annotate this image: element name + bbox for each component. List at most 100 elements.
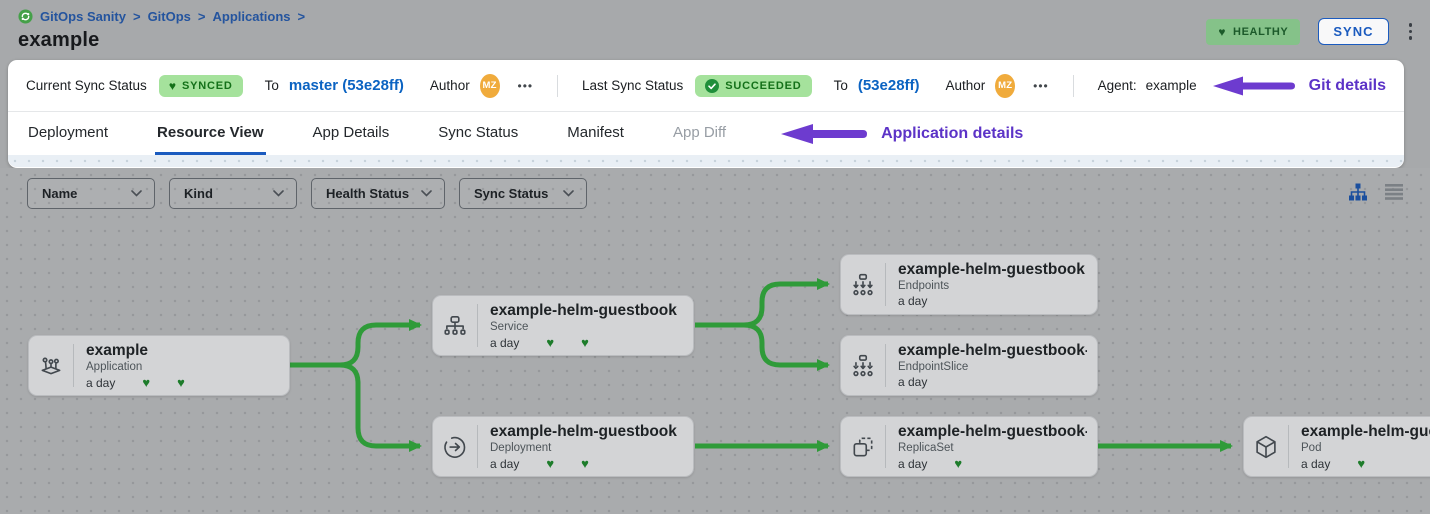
gitops-module-icon (18, 9, 33, 24)
replicaset-icon (853, 437, 873, 456)
health-status-badge: ♥ HEALTHY (1206, 18, 1301, 45)
chevron-down-icon (563, 190, 574, 197)
agent-label: Agent: (1097, 78, 1137, 93)
resource-node-deployment[interactable]: example-helm-guestbook Deployment a day … (432, 416, 694, 477)
tab-bar: Deployment Resource View App Details Syn… (8, 112, 1404, 155)
health-heart-icon: ♥ (177, 375, 185, 390)
tab-deployment[interactable]: Deployment (28, 123, 109, 141)
node-kind: Application (86, 361, 143, 373)
app-details-card: Current Sync Status ♥ SYNCED To master (… (8, 60, 1404, 168)
git-details-arrow-icon (1212, 76, 1295, 95)
endpointslice-icon (853, 354, 873, 376)
health-heart-icon: ♥ (581, 456, 589, 471)
pod-icon (1256, 435, 1276, 458)
kind-filter-dropdown[interactable]: Kind (169, 178, 297, 209)
application-details-arrow-icon (781, 123, 868, 144)
tab-manifest[interactable]: Manifest (567, 123, 624, 141)
breadcrumb-item-applications[interactable]: Applications (212, 9, 291, 24)
application-details-annotation: Application details (881, 124, 1024, 142)
chevron-down-icon (131, 190, 142, 197)
resource-node-endpoints[interactable]: example-helm-guestbook Endpoints a day (840, 254, 1098, 315)
last-to-label: To (833, 78, 848, 93)
chevron-down-icon (421, 190, 432, 197)
list-view-icon[interactable] (1384, 183, 1404, 201)
health-badge-label: HEALTHY (1233, 25, 1289, 38)
author-avatar[interactable]: MZ (995, 73, 1016, 98)
node-age: a day (490, 335, 520, 350)
health-heart-icon: ♥ (546, 456, 555, 471)
node-age: a day (898, 375, 928, 389)
agent-value: example (1145, 78, 1197, 93)
node-title: example-helm-guestbook (490, 302, 677, 319)
health-heart-icon: ♥ (546, 335, 555, 350)
node-title: example-helm-guestbook (898, 261, 1085, 278)
health-heart-icon: ♥ (581, 335, 589, 350)
tab-resource-view[interactable]: Resource View (155, 112, 266, 155)
node-age: a day (86, 375, 116, 390)
node-kind: Endpoints (898, 280, 950, 292)
heart-icon: ♥ (168, 78, 176, 93)
node-title: example (86, 342, 149, 359)
breadcrumb-item-module[interactable]: GitOps (147, 9, 191, 24)
page-header: GitOps Sanity > GitOps > Applications > … (0, 0, 1430, 60)
kebab-menu-icon[interactable] (1407, 21, 1415, 42)
sync-button[interactable]: SYNC (1318, 18, 1389, 45)
name-filter-label: Name (42, 186, 78, 201)
resource-node-endpointslice[interactable]: example-helm-guestbook-ct... EndpointSli… (840, 335, 1098, 396)
synced-status-badge: ♥ SYNCED (158, 74, 243, 97)
node-kind: Pod (1301, 442, 1322, 454)
node-kind: Service (490, 321, 529, 333)
node-age: a day (898, 456, 928, 471)
filter-bar: Name Kind Health Status Sync Status (0, 178, 1430, 210)
health-status-filter-dropdown[interactable]: Health Status (311, 178, 445, 209)
kind-filter-label: Kind (184, 186, 213, 201)
page-title: example (18, 29, 100, 51)
health-status-filter-label: Health Status (326, 186, 410, 201)
name-filter-dropdown[interactable]: Name (27, 178, 155, 209)
node-kind: ReplicaSet (898, 442, 954, 454)
git-details-annotation: Git details (1308, 76, 1386, 94)
sync-status-filter-dropdown[interactable]: Sync Status (459, 178, 587, 209)
current-commit-link[interactable]: master (53e28ff) (288, 77, 404, 94)
node-age: a day (898, 294, 928, 308)
synced-badge-label: SYNCED (181, 79, 233, 92)
author-avatar[interactable]: MZ (479, 73, 500, 98)
divider (557, 74, 558, 97)
resource-node-application[interactable]: example Application a day ♥ ♥ (28, 335, 290, 396)
current-sync-status-label: Current Sync Status (26, 78, 147, 93)
node-age: a day (1301, 456, 1331, 471)
resource-node-service[interactable]: example-helm-guestbook Service a day ♥ ♥ (432, 295, 694, 356)
application-icon (41, 356, 61, 374)
breadcrumb-item-project[interactable]: GitOps Sanity (40, 9, 126, 24)
breadcrumb-separator: > (197, 9, 206, 24)
node-age: a day (490, 456, 520, 471)
endpoints-icon (853, 273, 873, 295)
divider (1072, 74, 1074, 97)
sync-status-bar: Current Sync Status ♥ SYNCED To master (… (8, 60, 1404, 112)
node-title: example-helm-guestbook (1301, 423, 1430, 440)
service-icon (444, 315, 466, 335)
breadcrumb: GitOps Sanity > GitOps > Applications > (18, 9, 1412, 24)
last-sync-status-label: Last Sync Status (581, 78, 684, 93)
more-options-icon[interactable]: ••• (1033, 78, 1049, 93)
breadcrumb-separator: > (132, 9, 141, 24)
tab-sync-status[interactable]: Sync Status (438, 123, 519, 141)
current-to-label: To (264, 78, 279, 93)
resource-node-replicaset[interactable]: example-helm-guestbook-74... ReplicaSet … (840, 416, 1098, 477)
succeeded-badge-label: SUCCEEDED (725, 79, 802, 92)
resource-node-pod[interactable]: example-helm-guestbook Pod a day ♥ (1243, 416, 1430, 477)
tab-app-diff[interactable]: App Diff (672, 123, 727, 141)
canvas-top-strip (8, 155, 1404, 167)
last-commit-link[interactable]: (53e28ff) (857, 77, 920, 94)
heart-icon: ♥ (1218, 24, 1227, 39)
succeeded-status-badge: SUCCEEDED (695, 74, 812, 97)
more-options-icon[interactable]: ••• (517, 78, 534, 93)
tree-view-icon[interactable] (1348, 182, 1368, 202)
author-label: Author (945, 78, 986, 93)
health-heart-icon: ♥ (1357, 456, 1366, 471)
node-kind: Deployment (490, 442, 552, 454)
tab-app-details[interactable]: App Details (312, 123, 390, 141)
health-heart-icon: ♥ (954, 456, 963, 471)
node-title: example-helm-guestbook-74... (898, 423, 1087, 440)
breadcrumb-separator: > (297, 9, 306, 24)
